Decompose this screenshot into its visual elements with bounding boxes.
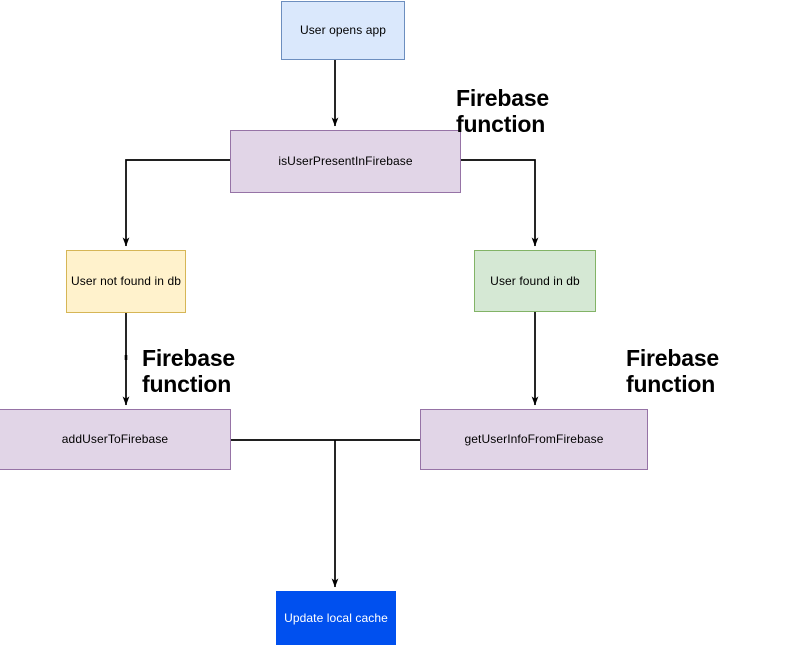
- node-label: addUserToFirebase: [61, 432, 169, 446]
- node-label: getUserInfoFromFirebase: [464, 432, 604, 446]
- node-get-user-info-from-firebase[interactable]: getUserInfoFromFirebase: [420, 409, 648, 470]
- node-user-not-found-in-db[interactable]: User not found in db: [66, 250, 186, 313]
- annotation-firebase-function-getuser: Firebase function: [626, 345, 720, 397]
- edge-check-to-found: [461, 159, 539, 247]
- annotation-firebase-function-check: Firebase function: [456, 85, 550, 137]
- node-label: User not found in db: [70, 274, 182, 288]
- node-label: Update local cache: [284, 610, 388, 625]
- node-user-opens-app[interactable]: User opens app: [281, 1, 405, 60]
- node-user-found-in-db[interactable]: User found in db: [474, 250, 596, 312]
- node-update-local-cache[interactable]: Update local cache: [276, 591, 396, 645]
- edge-check-to-notfound: [122, 159, 230, 247]
- node-label: User opens app: [299, 23, 387, 37]
- annotation-firebase-function-adduser: Firebase function: [142, 345, 236, 397]
- node-label: isUserPresentInFirebase: [278, 154, 413, 168]
- node-add-user-to-firebase[interactable]: addUserToFirebase: [0, 409, 231, 470]
- node-is-user-present-in-firebase[interactable]: isUserPresentInFirebase: [230, 130, 461, 193]
- node-label: User found in db: [490, 273, 580, 288]
